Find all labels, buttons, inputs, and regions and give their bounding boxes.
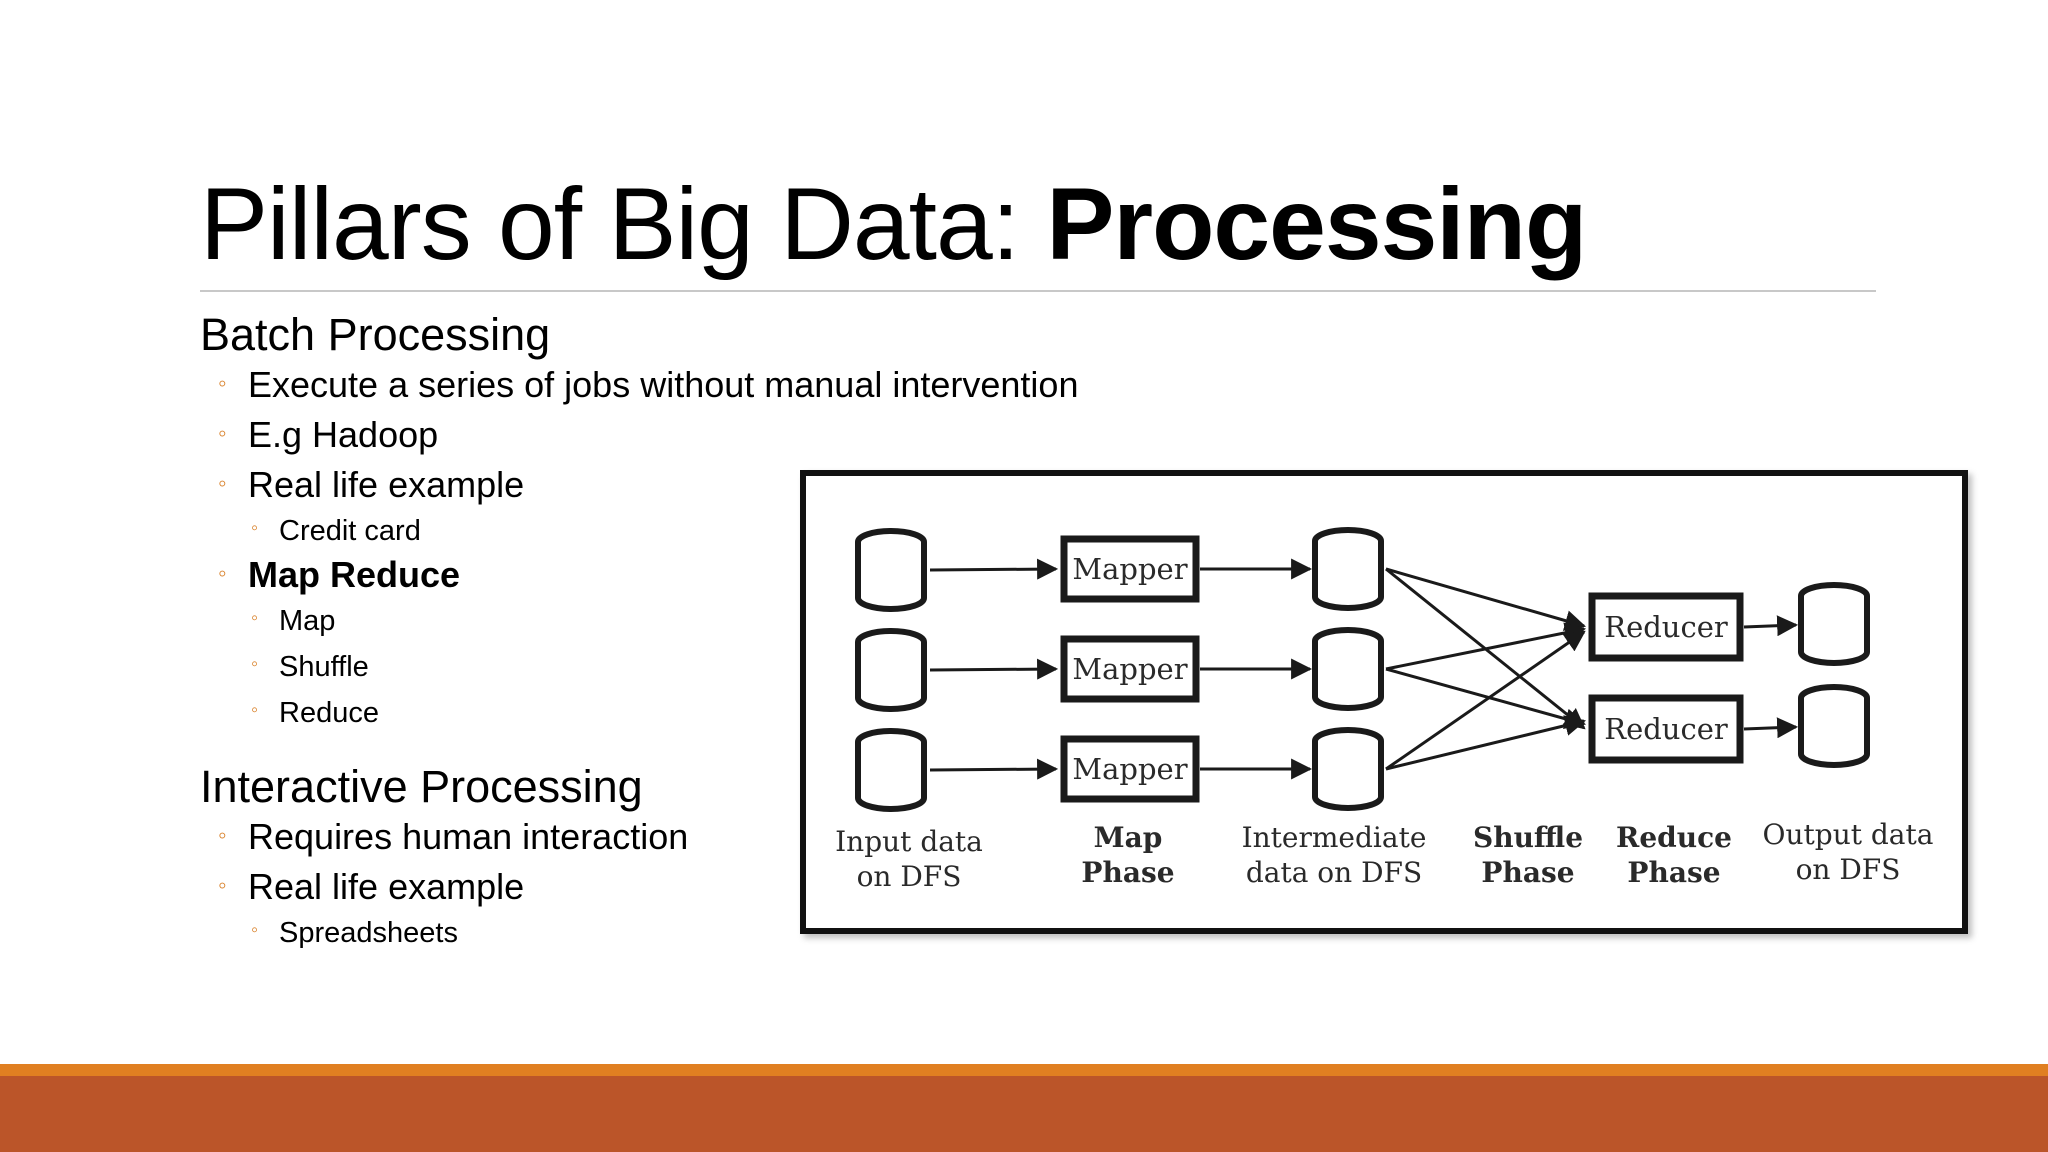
mapper-label: Mapper: [1072, 652, 1187, 686]
caption-input-line2: on DFS: [857, 860, 962, 893]
bullet-item: ◦ Map Reduce: [218, 554, 461, 596]
caption-map-line1: Map: [1094, 821, 1163, 854]
intermediate-data-icon: [1315, 530, 1381, 608]
shuffle-arrows: [1385, 567, 1587, 771]
bullet-item: ◦ Real life example: [218, 464, 525, 506]
bullet-icon: ◦: [218, 872, 227, 899]
bullet-text: Reduce: [279, 697, 379, 729]
slide-title: Pillars of Big Data: Processing: [200, 167, 1587, 281]
bullet-text: Map: [279, 605, 336, 637]
diagram-captions: Input data on DFS Map Phase Intermediate…: [835, 818, 1933, 893]
mapreduce-diagram: Mapper Mapper Mapper: [800, 470, 1968, 934]
reducer-label: Reducer: [1604, 712, 1728, 746]
reducer-box: Reducer: [1588, 694, 1744, 764]
bullet-text: Spreadsheets: [279, 917, 458, 949]
arrow: [929, 758, 1059, 780]
footer-stripe: [0, 1064, 2048, 1076]
arrow: [1743, 717, 1799, 739]
reducer-label: Reducer: [1604, 610, 1728, 644]
mapper-label: Mapper: [1072, 552, 1187, 586]
caption-intermediate-line1: Intermediate: [1242, 821, 1427, 854]
input-data-icon: [858, 531, 924, 609]
diagram-canvas: Mapper Mapper Mapper: [835, 476, 1933, 893]
output-data-icon: [1801, 585, 1867, 663]
interactive-heading: Interactive Processing: [200, 761, 643, 812]
bullet-icon: ◦: [218, 370, 227, 397]
bullet-item: ◦ Requires human interaction: [218, 816, 689, 858]
bullet-item: ◦ E.g Hadoop: [218, 414, 439, 456]
output-data-icon: [1801, 687, 1867, 765]
bullet-icon: ◦: [251, 653, 259, 675]
sub-bullet-item: ◦ Credit card: [251, 515, 421, 548]
caption-map-line2: Phase: [1081, 856, 1174, 889]
title-bold: Processing: [1046, 167, 1587, 281]
bullet-icon: ◦: [218, 420, 227, 447]
bullet-item: ◦ Execute a series of jobs without manua…: [218, 364, 1079, 406]
caption-shuffle-line2: Phase: [1481, 856, 1574, 889]
mapper-box: Mapper: [1060, 535, 1200, 603]
bullet-icon: ◦: [251, 919, 259, 941]
arrow: [929, 658, 1059, 680]
bullet-icon: ◦: [218, 470, 227, 497]
bullet-text: Real life example: [248, 464, 525, 505]
sub-bullet-item: ◦ Reduce: [251, 697, 379, 730]
bullet-text: Credit card: [279, 515, 421, 547]
intermediate-data-icon: [1315, 630, 1381, 708]
bullet-text: Shuffle: [279, 651, 369, 683]
bullet-icon: ◦: [218, 822, 227, 849]
caption-output-line1: Output data: [1763, 818, 1934, 851]
sub-bullet-item: ◦ Map: [251, 605, 336, 638]
mapper-box: Mapper: [1060, 735, 1200, 803]
footer-bar: [0, 1076, 2048, 1152]
bullet-item: ◦ Real life example: [218, 866, 525, 908]
caption-reduce-line2: Phase: [1627, 856, 1720, 889]
bullet-icon: ◦: [251, 607, 259, 629]
batch-heading: Batch Processing: [200, 309, 551, 360]
arrow: [929, 558, 1059, 580]
caption-input-line1: Input data: [835, 825, 983, 858]
bullet-icon: ◦: [251, 699, 259, 721]
title-divider: [200, 290, 1876, 292]
bullet-icon: ◦: [251, 517, 259, 539]
intermediate-data-icon: [1315, 730, 1381, 808]
bullet-text: Execute a series of jobs without manual …: [248, 364, 1079, 405]
mapper-label: Mapper: [1072, 752, 1187, 786]
caption-reduce-line1: Reduce: [1616, 821, 1732, 854]
arrow: [1743, 615, 1799, 637]
bullet-icon: ◦: [218, 560, 227, 587]
caption-intermediate-line2: data on DFS: [1246, 856, 1422, 889]
input-data-icon: [858, 731, 924, 809]
reducer-box: Reducer: [1588, 592, 1744, 662]
title-regular: Pillars of Big Data:: [200, 167, 1047, 281]
bullet-text: E.g Hadoop: [248, 414, 439, 455]
caption-output-line2: on DFS: [1796, 853, 1901, 886]
bullet-text: Requires human interaction: [248, 816, 689, 857]
bullet-text: Map Reduce: [248, 554, 461, 595]
input-data-icon: [858, 631, 924, 709]
bullet-text: Real life example: [248, 866, 525, 907]
mapper-box: Mapper: [1060, 635, 1200, 703]
caption-shuffle-line1: Shuffle: [1473, 821, 1583, 854]
sub-bullet-item: ◦ Shuffle: [251, 651, 369, 684]
sub-bullet-item: ◦ Spreadsheets: [251, 917, 458, 950]
